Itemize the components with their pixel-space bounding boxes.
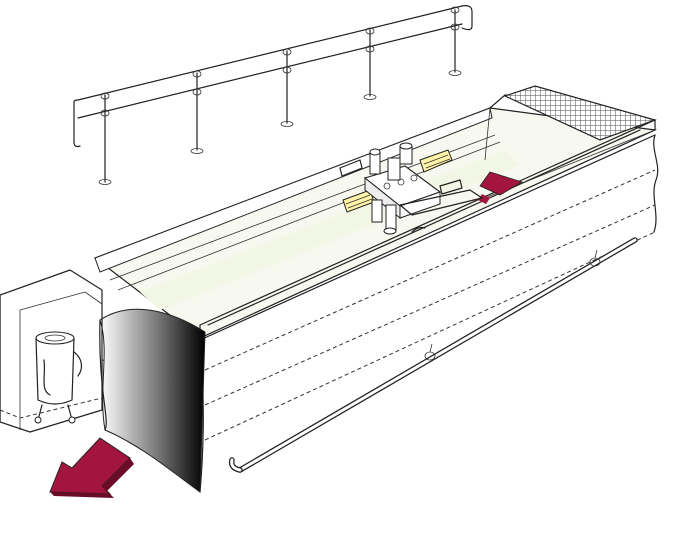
side-cabinet bbox=[0, 269, 103, 433]
pit-handrail bbox=[228, 237, 638, 473]
red-marker-right bbox=[479, 171, 523, 196]
floor-grate bbox=[503, 85, 657, 141]
red-marker-small bbox=[478, 194, 490, 204]
pit-jack-unit bbox=[339, 142, 483, 235]
arrow-down-left-icon bbox=[49, 437, 134, 498]
waste-bin-icon bbox=[34, 331, 83, 424]
pit-cutaway bbox=[99, 308, 206, 493]
railing-icon bbox=[73, 5, 473, 185]
